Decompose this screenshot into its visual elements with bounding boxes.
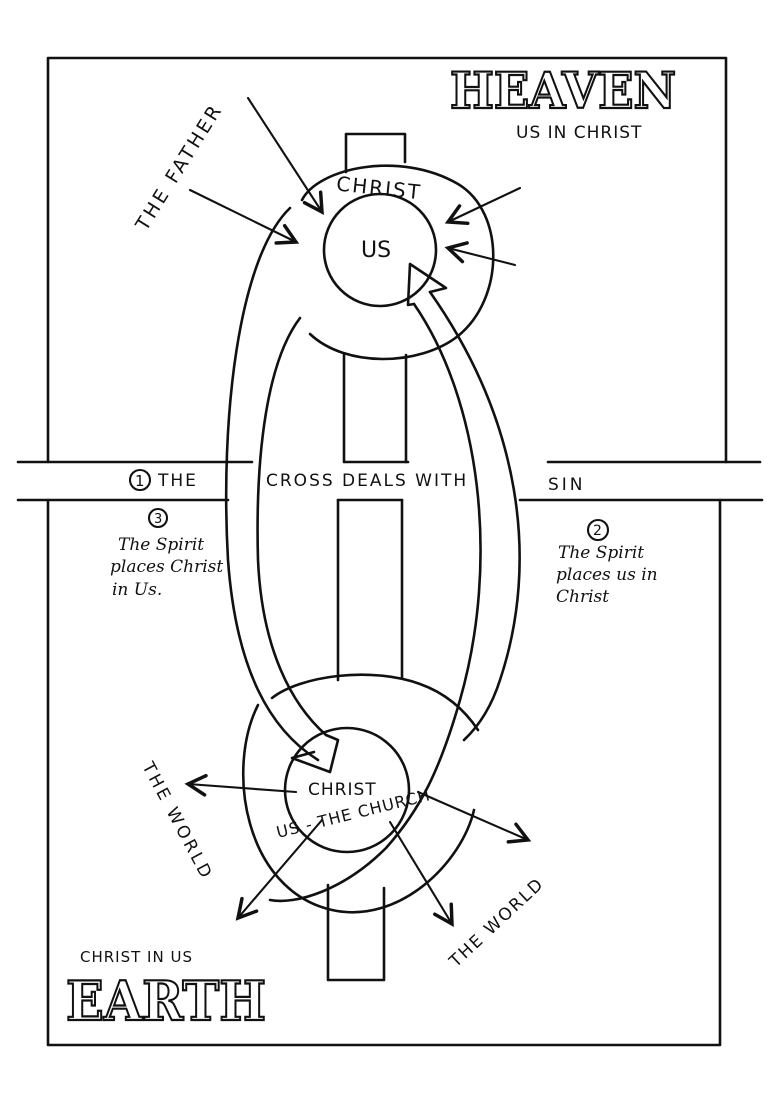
earth-christ-label: CHRIST: [308, 780, 377, 800]
step1-number-circle: [128, 468, 152, 492]
father-label: THE FATHER: [131, 99, 227, 235]
earth-title: EARTH: [66, 969, 266, 1033]
world-arrow: [388, 820, 454, 928]
earth-subtitle: CHRIST IN US: [80, 948, 193, 966]
heaven-subtitle: US IN CHRIST: [516, 123, 642, 143]
spirit-arrow-up: [428, 290, 521, 742]
spirit-left-line: places Christ: [110, 557, 223, 577]
father-arrow: [188, 188, 300, 245]
cross-beam-top: [344, 132, 407, 174]
step3-number-circle: [147, 507, 169, 529]
spirit-arrow-down-head: [290, 733, 340, 774]
heaven-arrow-right: [444, 241, 517, 267]
world-arrow: [184, 773, 298, 797]
step2-number-circle: [586, 518, 610, 542]
spirit-left-line: The Spirit: [118, 535, 204, 555]
spirit-right-line: places us in: [556, 565, 658, 585]
world-left-label: THE WORLD: [137, 758, 217, 884]
spirit-right-line: The Spirit: [558, 543, 644, 563]
spirit-arrow-up-head: [406, 262, 448, 307]
heaven-arrow-right: [444, 186, 522, 226]
step2-number: 2: [593, 523, 602, 539]
step1-text: CROSS DEALS WITH: [266, 471, 468, 491]
heaven-christ-label: CHRIST: [335, 171, 423, 204]
spirit-right-line: Christ: [556, 587, 609, 607]
step1-text: THE: [157, 471, 198, 491]
earth-frame: [46, 498, 722, 1047]
cross-beam-bottom: [326, 883, 386, 982]
spirit-arrow-down: [224, 206, 320, 762]
heaven-title: HEAVEN: [450, 61, 676, 120]
spirit-arrow-down: [256, 316, 328, 737]
earth-church-ring-top: [270, 673, 480, 732]
father-arrow: [246, 96, 324, 215]
world-arrow: [416, 790, 532, 844]
heaven-us-label: US: [361, 238, 391, 263]
spirit-left-line: in Us.: [112, 580, 162, 600]
earth-christ-circle: [283, 726, 411, 854]
step1-text: SIN: [548, 475, 586, 495]
heaven-christ-ring: [300, 164, 495, 361]
heaven-us-circle: [322, 192, 438, 308]
world-right-label: THE WORLD: [445, 874, 549, 972]
earth-church-ring: [241, 703, 476, 914]
heaven-frame: [46, 56, 728, 464]
world-arrow: [235, 818, 324, 921]
step3-number: 3: [154, 512, 162, 527]
spirit-arrow-up: [268, 302, 482, 903]
step1-number: 1: [135, 472, 145, 490]
